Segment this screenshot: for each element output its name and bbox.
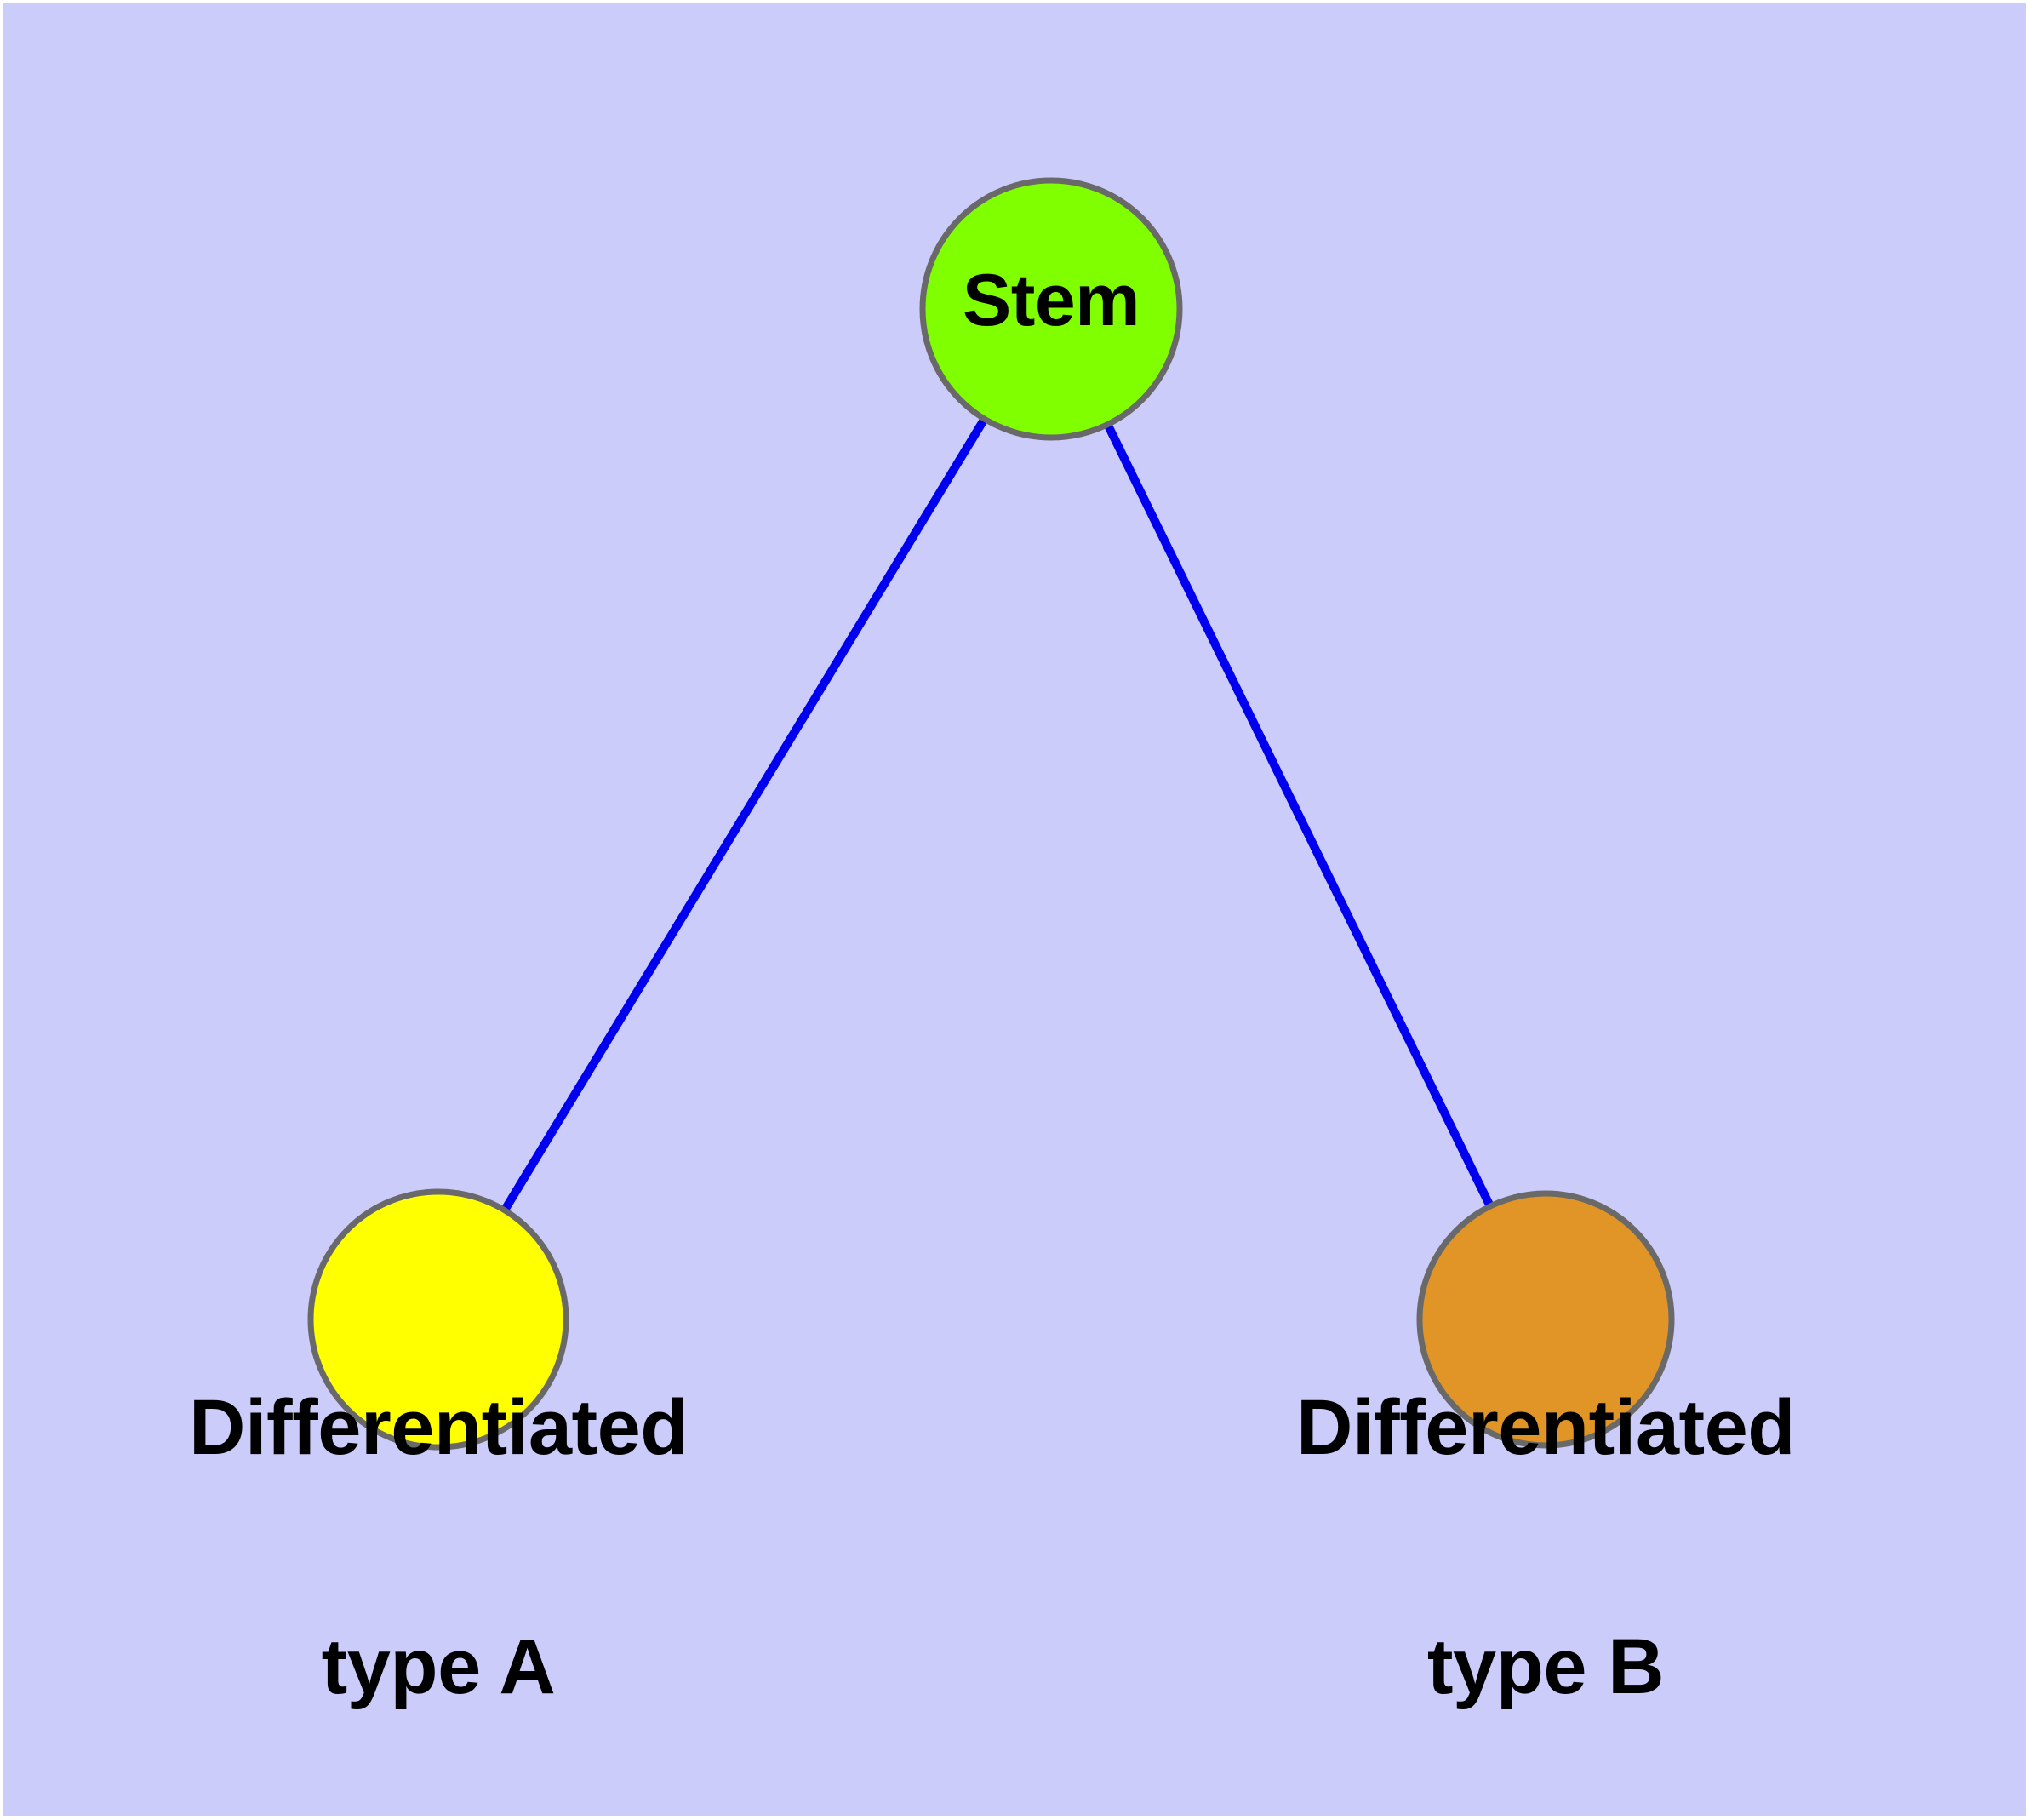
nodes-group [307,177,1675,1451]
edge-stem-diff-b[interactable] [1047,306,1550,1322]
node-differentiated-type-a[interactable] [307,1188,569,1451]
edges-group [434,306,1550,1322]
edge-stem-diff-a[interactable] [434,306,1055,1322]
node-stem[interactable] [919,177,1183,441]
node-differentiated-type-b[interactable] [1416,1190,1675,1449]
